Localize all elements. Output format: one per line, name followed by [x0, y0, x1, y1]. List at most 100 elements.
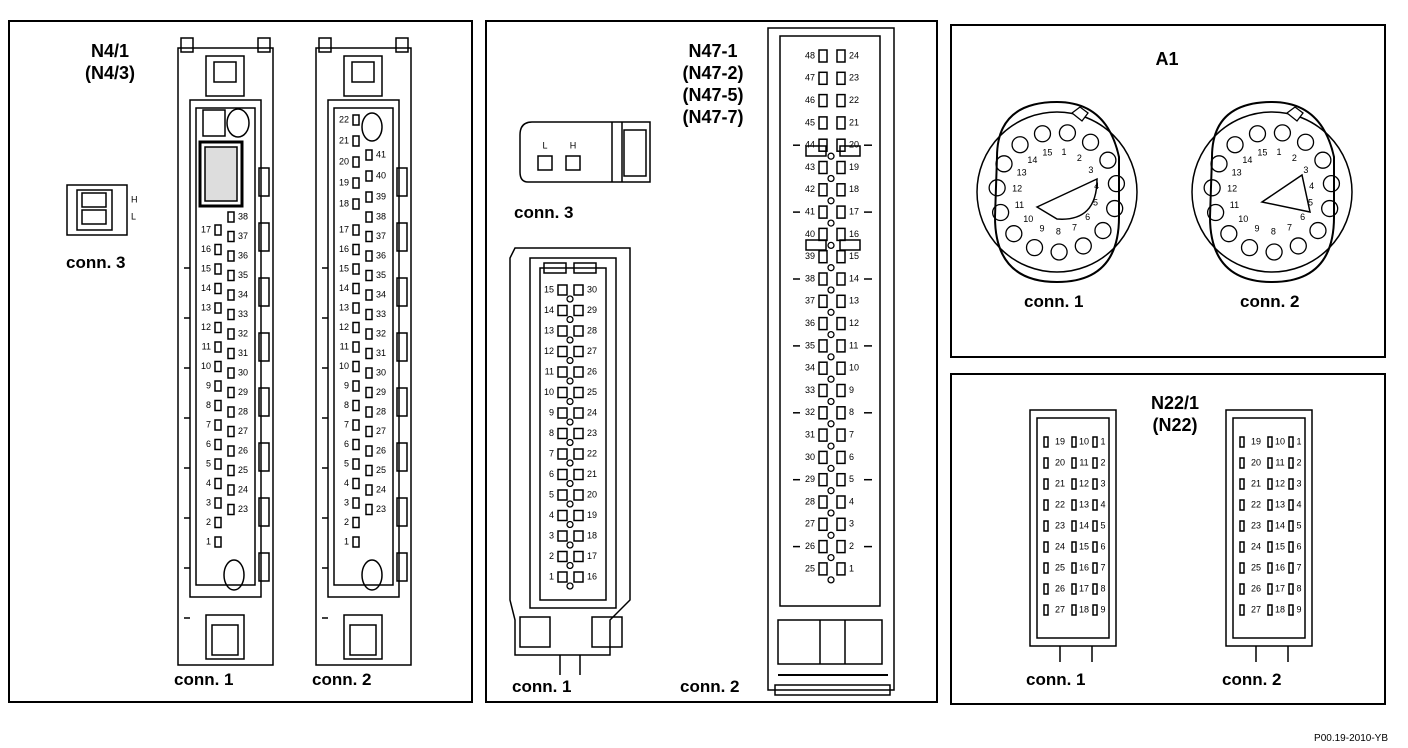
n47-conn1-pin-r-label-24: 24 [587, 407, 597, 417]
n47-conn2-pin-r-label-24: 24 [849, 50, 859, 60]
n47-conn1-pin-r-17 [573, 550, 584, 563]
n4-conn1-pin-l-10 [214, 360, 222, 373]
n47-conn2-foot [777, 619, 883, 665]
a1-conn1-pin-8 [1050, 243, 1068, 261]
n47-conn2-pin-l-31 [818, 428, 828, 442]
n22-conn2-pin-a-19 [1239, 436, 1245, 448]
n4-conn1-pin-r-24 [227, 484, 235, 496]
n22-conn2-pin-b-13 [1267, 499, 1273, 511]
n4-conn2-pin-l-16 [352, 243, 360, 256]
n4-conn1-pin-r-38 [227, 211, 235, 223]
n47-conn2-pin-r-12 [836, 316, 846, 331]
n47-conn1-pin-l-5 [557, 489, 568, 501]
n4-conn2-pin-r-37 [365, 230, 373, 243]
n22-conn1-pin-b-16 [1071, 562, 1077, 574]
a1-conn1-pin-2 [1081, 133, 1100, 151]
n4-conn2-pin-l-12 [352, 321, 360, 334]
n22-conn2-pin-a-label-20: 20 [1251, 457, 1261, 467]
n22-conn1-pin-b-10 [1071, 436, 1077, 448]
n22-conn2-pin-b-label-17: 17 [1275, 583, 1285, 593]
n47-conn2-pin-r-label-10: 10 [849, 363, 859, 373]
n47-conn1-pin-r-label-20: 20 [587, 489, 597, 499]
n47-conn2-pin-r-label-19: 19 [849, 162, 859, 172]
n47-conn2-pin-l-37 [818, 294, 828, 309]
n47-conn1-pin-r-18 [573, 530, 584, 542]
n47-conn2-pin-l-25 [818, 562, 828, 576]
n22-conn1-pin-b-18 [1071, 604, 1077, 616]
n4-conn3: HL [66, 184, 138, 236]
a1-conn2-pin-label-13: 13 [1232, 168, 1242, 178]
n4-conn1-top-latch-inner [213, 61, 237, 83]
n47-conn2-pin-r-5 [836, 472, 846, 487]
n22-conn1-pin-b-12 [1071, 478, 1077, 490]
n22-conn2-pin-c-label-8: 8 [1296, 583, 1301, 593]
n4-conn1-bottom-latch-inner [211, 624, 239, 656]
n47-conn1-pin-r-label-18: 18 [587, 530, 597, 540]
n22-conn1-pin-a-24 [1043, 541, 1049, 553]
n47-conn2-pin-l-41 [818, 205, 828, 219]
n4-conn1-pin-l-label-17: 17 [201, 224, 211, 234]
n47-conn2-pin-r-2 [836, 539, 846, 554]
n4-conn1-pin-r-25 [227, 464, 235, 477]
a1-conn2-pin-label-4: 4 [1309, 181, 1314, 191]
n4-conn2-pin-tl-label-21: 21 [339, 135, 349, 145]
n22-conn2-pin-b-label-15: 15 [1275, 541, 1285, 551]
n4-conn2-pin-r-label-37: 37 [376, 231, 386, 241]
n4-conn1-pin-l-label-10: 10 [201, 361, 211, 371]
n47-conn1-pin-l-label-5: 5 [549, 489, 554, 499]
n47-conn2-pin-r-label-6: 6 [849, 452, 854, 462]
n4-conn2-pin-r-label-31: 31 [376, 348, 386, 358]
n47-conn2-pin-r-11 [836, 339, 846, 353]
n4-conn1-pin-r-29 [227, 386, 235, 399]
n4-conn2-pin-l-label-4: 4 [344, 478, 349, 488]
n4-conn1-pin-r-label-37: 37 [238, 231, 248, 241]
a1-conn1-pin-label-1: 1 [1061, 147, 1066, 157]
n4-conn2-pin-l-label-12: 12 [339, 322, 349, 332]
n22-conn1-pin-b-11 [1071, 457, 1077, 469]
n4-conn1-key-round [226, 108, 250, 138]
n22-conn1-pin-a-label-26: 26 [1055, 583, 1065, 593]
n22-conn2-pin-a-label-25: 25 [1251, 562, 1261, 572]
n47-conn1-pin-r-26 [573, 366, 584, 378]
n4-conn2-pin-l-label-7: 7 [344, 419, 349, 429]
n47-conn2-pin-l-40 [818, 227, 828, 242]
n47-conn2-pin-l-label-48: 48 [805, 50, 815, 60]
a1-conn1-pin-label-8: 8 [1056, 226, 1061, 236]
n47-conn2-sep-25 [827, 576, 835, 584]
n22-conn1-pin-c-5 [1092, 520, 1098, 532]
n47-conn2-pin-l-39 [818, 249, 828, 264]
n47-conn1-pin-r-label-29: 29 [587, 305, 597, 315]
n4-conn1-side-rib-2 [258, 277, 270, 307]
n22-conn2-pin-a-25 [1239, 562, 1245, 574]
n47-conn1-pin-l-label-3: 3 [549, 530, 554, 540]
n4-conn1-pin-r-label-23: 23 [238, 504, 248, 514]
a1-conn2-pin-13 [1210, 155, 1228, 173]
a1-conn1-pin-7 [1074, 237, 1092, 255]
n22-conn1-pin-a-25 [1043, 562, 1049, 574]
n4-conn1-shell [177, 47, 274, 666]
n47-conn1-pin-r-19 [573, 509, 584, 522]
n22-conn2-pin-a-label-22: 22 [1251, 499, 1261, 509]
n4-conn2-pin-r-label-23: 23 [376, 504, 386, 514]
n47-conn2-pin-r-19 [836, 160, 846, 175]
n4-conn1-pin-r-34 [227, 289, 235, 301]
n47-conn2-pin-l-label-42: 42 [805, 184, 815, 194]
n4-title: N4/1(N4/3) [84, 41, 135, 83]
n22-conn1-pin-b-14 [1071, 520, 1077, 532]
n22-conn1-pin-c-label-3: 3 [1100, 478, 1105, 488]
a1-conn1-pin-11 [991, 203, 1010, 222]
n4-conn2-pin-tr-41 [365, 149, 373, 161]
n4-conn1-pin-l-7 [214, 419, 222, 431]
n47-conn1-pin-l-label-12: 12 [544, 346, 554, 356]
n22-conn2-pin-a-label-21: 21 [1251, 478, 1261, 488]
n22-conn1-pin-a-label-21: 21 [1055, 478, 1065, 488]
n47-conn2-pin-l-label-39: 39 [805, 251, 815, 261]
n47-conn1-pin-r-21 [573, 468, 584, 481]
n4-conn2-pin-r-25 [365, 464, 373, 477]
n47-conn1-pin-r-label-30: 30 [587, 284, 597, 294]
n22-conn2-pin-b-11 [1267, 457, 1273, 469]
n22-conn1-pin-c-label-6: 6 [1100, 541, 1105, 551]
n47-conn2-inner [779, 35, 881, 607]
n47-conn2-pin-l-label-45: 45 [805, 117, 815, 127]
n47-conn1-pin-r-28 [573, 325, 584, 337]
